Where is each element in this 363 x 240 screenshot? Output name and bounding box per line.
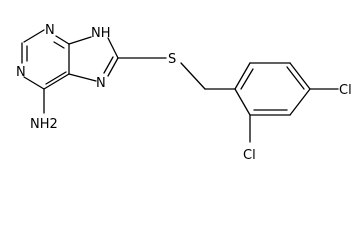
bond-c4-n-top (55, 35, 70, 45)
atom-n-top: N (45, 23, 55, 38)
bond-n7-c5 (68, 73, 97, 82)
atom-n-imidazole: N (96, 76, 106, 91)
atom-s-thioether: S (168, 52, 176, 67)
bond-c6-c5 (43, 73, 70, 90)
bond-c4-c5-inner (286, 66, 305, 90)
bond-c8-n7 (107, 57, 119, 77)
bond-n-top-c2 (23, 29, 45, 43)
bond-nh-c8 (107, 37, 119, 59)
atom-cl-para: Cl (339, 83, 352, 98)
bond-c3-c4 (289, 88, 311, 116)
bond-c4-n-top-inner (53, 41, 65, 49)
atom-n-left: N (16, 65, 26, 80)
atom-cl-ortho: Cl (243, 148, 256, 163)
bonds (21, 29, 339, 143)
bond-c4-nh (68, 36, 92, 45)
atom-nh-imidazole: NH (91, 26, 111, 41)
atom-nh2-amine: NH2 (30, 117, 58, 132)
bond-s-ch2 (180, 62, 206, 90)
bond-n-left-c6 (23, 76, 45, 90)
bond-c6-c1 (234, 62, 251, 90)
bond-c6-c1-inner (240, 68, 254, 90)
bond-c4-c5 (289, 62, 311, 90)
bond-c8-n7-inner (103, 56, 114, 74)
molecule-structure-diagram: N N NH N S NH2 Cl Cl (16, 23, 352, 163)
bond-c6-c5-inner (45, 71, 67, 85)
atom-labels: N N NH N S NH2 Cl Cl (16, 23, 352, 163)
bond-c1-c2 (234, 88, 251, 116)
